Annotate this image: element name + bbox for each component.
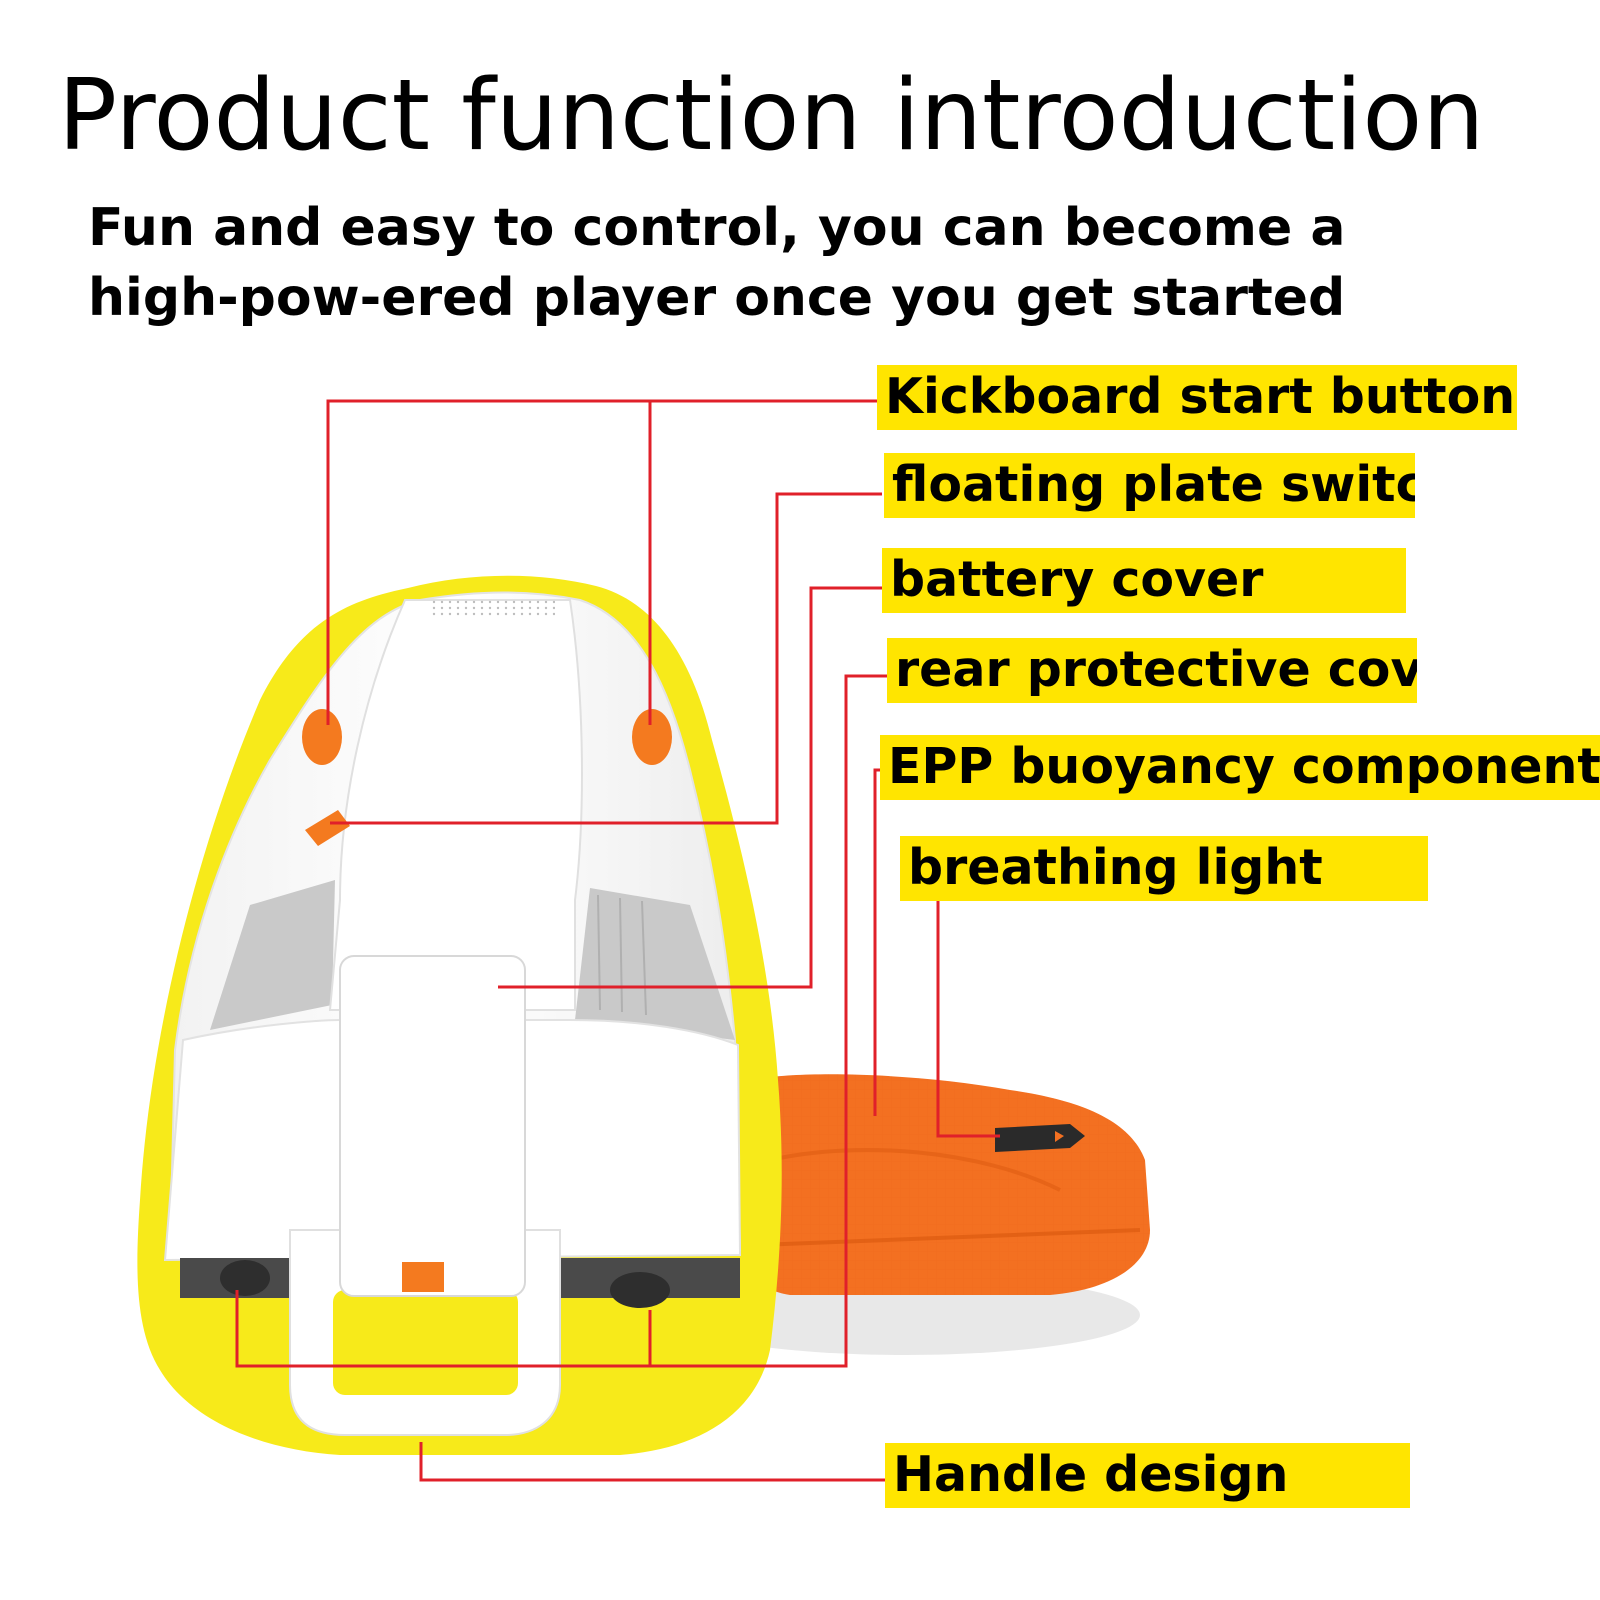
right-intake (575, 888, 735, 1040)
leader-handle (419, 1442, 885, 1482)
leader-start-button (326, 399, 877, 725)
callout-floating-plate-switch: floating plate switch (884, 453, 1415, 518)
handle-opening (333, 1290, 518, 1395)
left-thruster (220, 1260, 270, 1296)
page-subtitle: Fun and easy to control, you can become … (88, 198, 1346, 328)
right-start-button-icon (632, 709, 672, 765)
left-intake (210, 880, 335, 1030)
float-switch-icon (305, 810, 350, 846)
callout-breathing-light: breathing light (900, 836, 1428, 901)
callout-epp-buoyancy-components: EPP buoyancy components (880, 735, 1600, 800)
leader-battery-cover (498, 586, 882, 989)
main-body (163, 591, 742, 1436)
center-spine (328, 599, 583, 1011)
left-start-button-icon (302, 709, 342, 765)
leader-epp (873, 768, 880, 1116)
breathing-light-icon (995, 1124, 1085, 1152)
callout-kickboard-start-button: Kickboard start button (877, 365, 1517, 430)
battery-latch (402, 1262, 444, 1292)
page-title: Product function introduction (58, 59, 1485, 173)
leader-float-switch (330, 492, 882, 825)
leader-lines (235, 399, 1000, 1482)
callout-handle-design: Handle design (885, 1443, 1410, 1508)
leader-rear-cover (235, 674, 887, 1368)
callout-rear-protective-cover: rear protective cover (887, 638, 1417, 703)
right-thruster (610, 1272, 670, 1308)
float-board (670, 1074, 1150, 1355)
speaker-grille (430, 598, 555, 618)
battery-cover-panel (339, 955, 526, 1297)
callout-battery-cover: battery cover (882, 548, 1406, 613)
leader-breathing-light (936, 880, 1000, 1138)
